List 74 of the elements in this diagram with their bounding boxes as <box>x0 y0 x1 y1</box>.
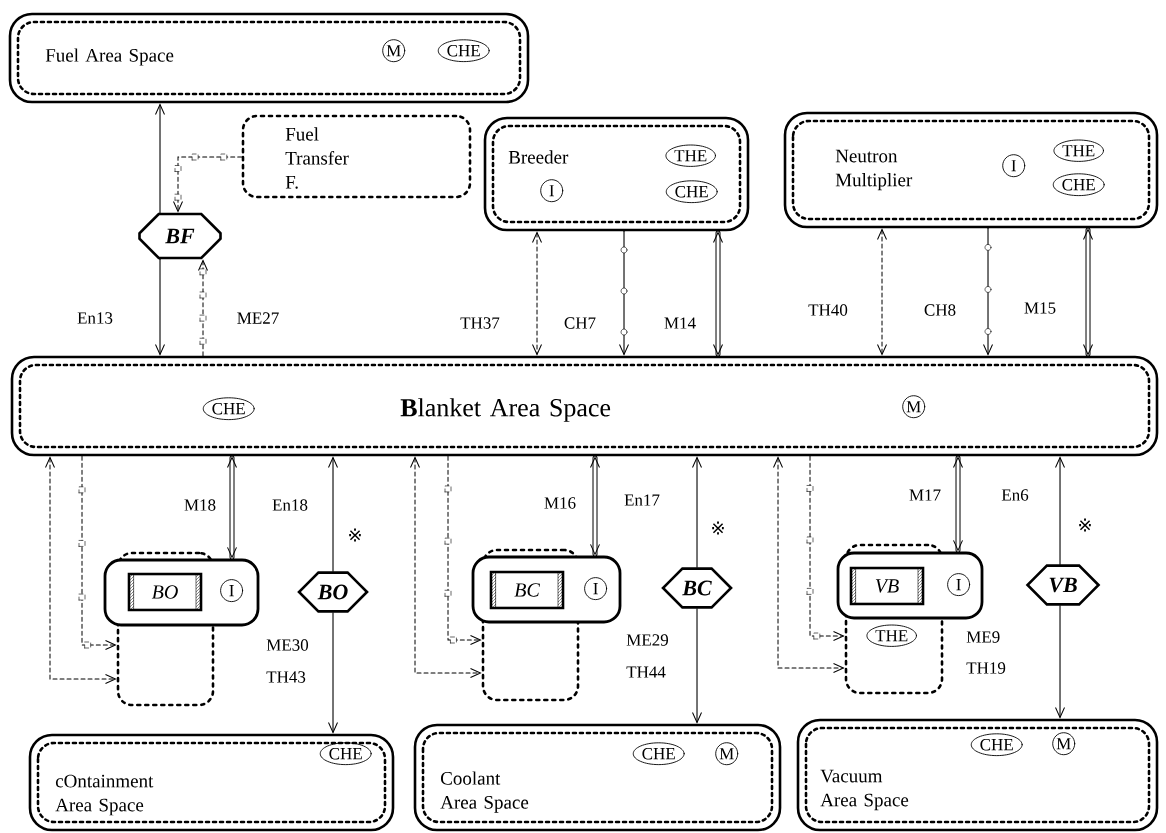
arrow <box>877 229 887 355</box>
oval-badge: THE <box>1053 139 1104 162</box>
circle-badge: I <box>1002 154 1026 178</box>
arrow <box>692 457 702 568</box>
oval-badge: CHE <box>319 742 372 766</box>
circle-badge: I <box>584 577 608 601</box>
arrow <box>155 258 165 355</box>
arrow <box>953 455 963 553</box>
node-label: ME30 <box>266 639 309 651</box>
oval-badge: THE <box>665 144 716 167</box>
circle-badge: M <box>382 39 406 63</box>
edge-label: En13 <box>76 311 114 325</box>
circle-badge: I <box>947 573 971 597</box>
arrow <box>590 455 600 557</box>
reference-mark: ※ <box>349 528 361 542</box>
node-label: ME9 <box>966 631 1000 643</box>
hatched-octagon: BC <box>489 570 565 610</box>
octagon: BC <box>661 567 733 609</box>
hatched-octagon: VB <box>849 566 925 606</box>
edge-label: En18 <box>271 498 309 512</box>
node-label: TH43 <box>266 671 306 683</box>
oval-badge: THE <box>866 624 917 647</box>
oval-badge: CHE <box>202 397 255 421</box>
node-label: TH44 <box>626 666 666 678</box>
hatched-octagon: BO <box>127 572 203 612</box>
dotted-box: Fuel Transfer F. <box>241 114 472 199</box>
arrow <box>198 260 208 357</box>
oval-badge: CHE <box>437 39 490 63</box>
edge-label: M17 <box>907 488 943 502</box>
circle-badge: M <box>1052 732 1076 756</box>
circle-badge: I <box>220 579 244 603</box>
arrow <box>227 455 237 560</box>
oval-badge: CHE <box>970 733 1023 757</box>
arrow <box>173 153 243 212</box>
node-label: TH19 <box>966 662 1006 674</box>
edge-label: En6 <box>1000 488 1030 502</box>
arrow <box>619 230 629 355</box>
circle-badge: M <box>715 742 739 766</box>
arrow <box>45 457 116 684</box>
circle-badge: I <box>540 179 564 203</box>
arrow <box>806 455 844 641</box>
edge-label: M18 <box>182 498 218 512</box>
edge-label: CH7 <box>562 316 598 330</box>
arrow <box>713 230 723 357</box>
octagon: BO <box>297 571 369 613</box>
arrow <box>983 227 993 355</box>
oval-badge: CHE <box>1052 173 1105 197</box>
edge-label: M16 <box>542 496 578 510</box>
arrow <box>1055 605 1065 718</box>
arrow <box>155 104 165 214</box>
octagon: BF <box>138 212 222 260</box>
arrow <box>328 612 338 733</box>
edge-label: TH37 <box>459 316 501 330</box>
edge-label: M14 <box>662 316 698 330</box>
oval-badge: CHE <box>632 742 685 766</box>
node-label: ME29 <box>626 634 669 646</box>
reference-mark: ※ <box>712 521 724 535</box>
edge-label: En17 <box>623 493 661 507</box>
arrow <box>692 608 702 723</box>
arrow <box>444 455 481 645</box>
arrow <box>328 457 338 572</box>
arrow <box>1083 227 1093 357</box>
arrow <box>532 232 542 355</box>
arrow <box>410 457 481 678</box>
edge-label: CH8 <box>922 303 958 317</box>
edge-label: M15 <box>1022 301 1058 315</box>
reference-mark: ※ <box>1079 518 1091 532</box>
arrow <box>773 457 844 673</box>
circle-badge: M <box>902 395 926 419</box>
edge-label: ME27 <box>235 311 281 325</box>
edge-label: TH40 <box>807 303 849 317</box>
oval-badge: CHE <box>665 180 718 204</box>
arrow <box>78 455 116 650</box>
arrow <box>1055 457 1065 565</box>
